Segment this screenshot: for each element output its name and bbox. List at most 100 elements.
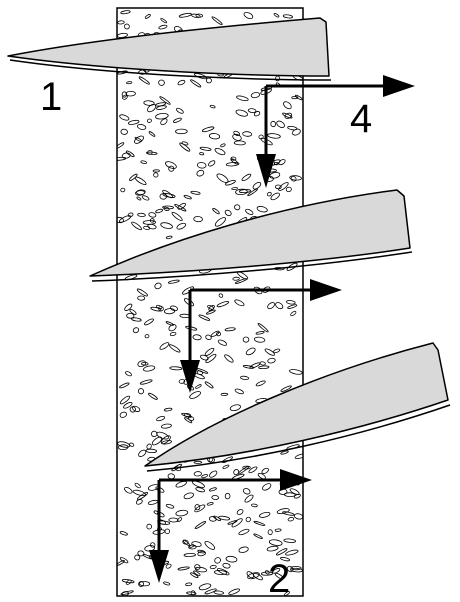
stone-grain (125, 90, 136, 97)
stone-grain (290, 176, 297, 182)
stone-grain (253, 520, 266, 526)
stone-grain (194, 564, 201, 570)
stone-grain (146, 523, 153, 530)
stone-grain (257, 323, 269, 333)
stone-grain (177, 566, 190, 571)
stone-grain (144, 334, 150, 339)
stone-grain (165, 235, 173, 240)
stone-grain (149, 218, 155, 223)
stone-grain (117, 20, 125, 25)
blade-position-2 (89, 189, 413, 282)
stone-grain (273, 13, 280, 18)
stone-grain (119, 395, 131, 405)
stone-grain (204, 540, 216, 550)
stone-grain (193, 460, 203, 464)
stone-grain (198, 314, 211, 321)
stone-grain (138, 581, 145, 587)
stone-grain (204, 347, 215, 356)
stone-grain (117, 156, 127, 161)
stone-grain (143, 365, 156, 372)
stone-grain (117, 560, 125, 566)
stone-grain (126, 312, 135, 319)
stone-grain (242, 488, 251, 495)
stone-grain (234, 278, 248, 284)
stone-grain (211, 495, 219, 500)
stone-grain (258, 365, 270, 370)
stone-grain (264, 570, 270, 575)
stone-grain (262, 286, 271, 293)
stone-grain (228, 588, 241, 595)
step-label-2: 2 (268, 557, 290, 601)
stone-grain (170, 305, 178, 312)
stone-grain (136, 492, 149, 501)
stone-grain (233, 130, 241, 136)
stone-grain (159, 193, 168, 200)
stone-grain (282, 112, 293, 119)
stone-grain (129, 406, 136, 413)
stone-grain (148, 212, 157, 218)
stone-grain (248, 466, 258, 474)
stone-grain (210, 330, 220, 337)
stone-grain (129, 173, 138, 181)
stone-grain (204, 381, 214, 389)
stone-grain (234, 204, 241, 211)
blade-position-1 (7, 17, 332, 81)
stone-grain (194, 521, 207, 529)
stone-grain (285, 186, 292, 193)
stone-grain (205, 353, 217, 364)
stone-grain (124, 23, 130, 30)
stone-grain (216, 568, 230, 576)
stone-grain (197, 549, 206, 554)
knife-blade-icon (144, 342, 449, 467)
stone-grain (145, 448, 157, 454)
stone-grain (184, 417, 193, 424)
stone-grain (240, 375, 250, 380)
stone-grain (192, 480, 205, 488)
stone-grain (212, 207, 220, 215)
stone-grain (247, 572, 260, 580)
stone-grain (156, 416, 166, 422)
stone-grain (164, 308, 176, 315)
stone-grain (290, 565, 302, 571)
stone-grain (220, 392, 229, 396)
stone-grain (282, 511, 295, 516)
stone-grain (181, 412, 192, 418)
stone-grain (162, 205, 174, 210)
stone-grain (194, 73, 207, 80)
stone-grain (253, 533, 263, 539)
stone-grain (251, 503, 258, 508)
stone-grain (234, 299, 245, 307)
stone-grain (175, 128, 188, 135)
stone-grain (132, 489, 146, 496)
stone-grain (201, 474, 208, 479)
stone-grain (146, 118, 152, 123)
stone-grain (125, 371, 132, 377)
stone-grain (259, 511, 271, 518)
stone-grain (163, 581, 171, 586)
stone-grain (287, 304, 298, 309)
direction-arrow-icon (149, 469, 312, 583)
stone-grain (276, 508, 290, 515)
stone-grain (236, 509, 244, 515)
stone-grain (235, 109, 248, 117)
stone-grain (242, 131, 253, 137)
stone-grain (176, 107, 184, 114)
stone-grain (201, 126, 215, 133)
stone-grain (129, 442, 135, 447)
stone-grain (280, 385, 292, 392)
stone-grain (121, 579, 135, 584)
stone-grain (213, 515, 222, 521)
stone-grain (144, 318, 154, 326)
stone-grain (190, 572, 199, 578)
stone-grain (173, 117, 182, 123)
stone-grain (178, 379, 186, 384)
blade-edge-bevel (146, 404, 451, 472)
stone-grain (272, 348, 281, 354)
stone-grain (236, 95, 249, 102)
stone-grain (148, 392, 158, 400)
stone-grain (209, 564, 217, 570)
stone-grain (156, 431, 169, 440)
stone-grain (121, 152, 131, 159)
stone-grain (231, 518, 243, 528)
